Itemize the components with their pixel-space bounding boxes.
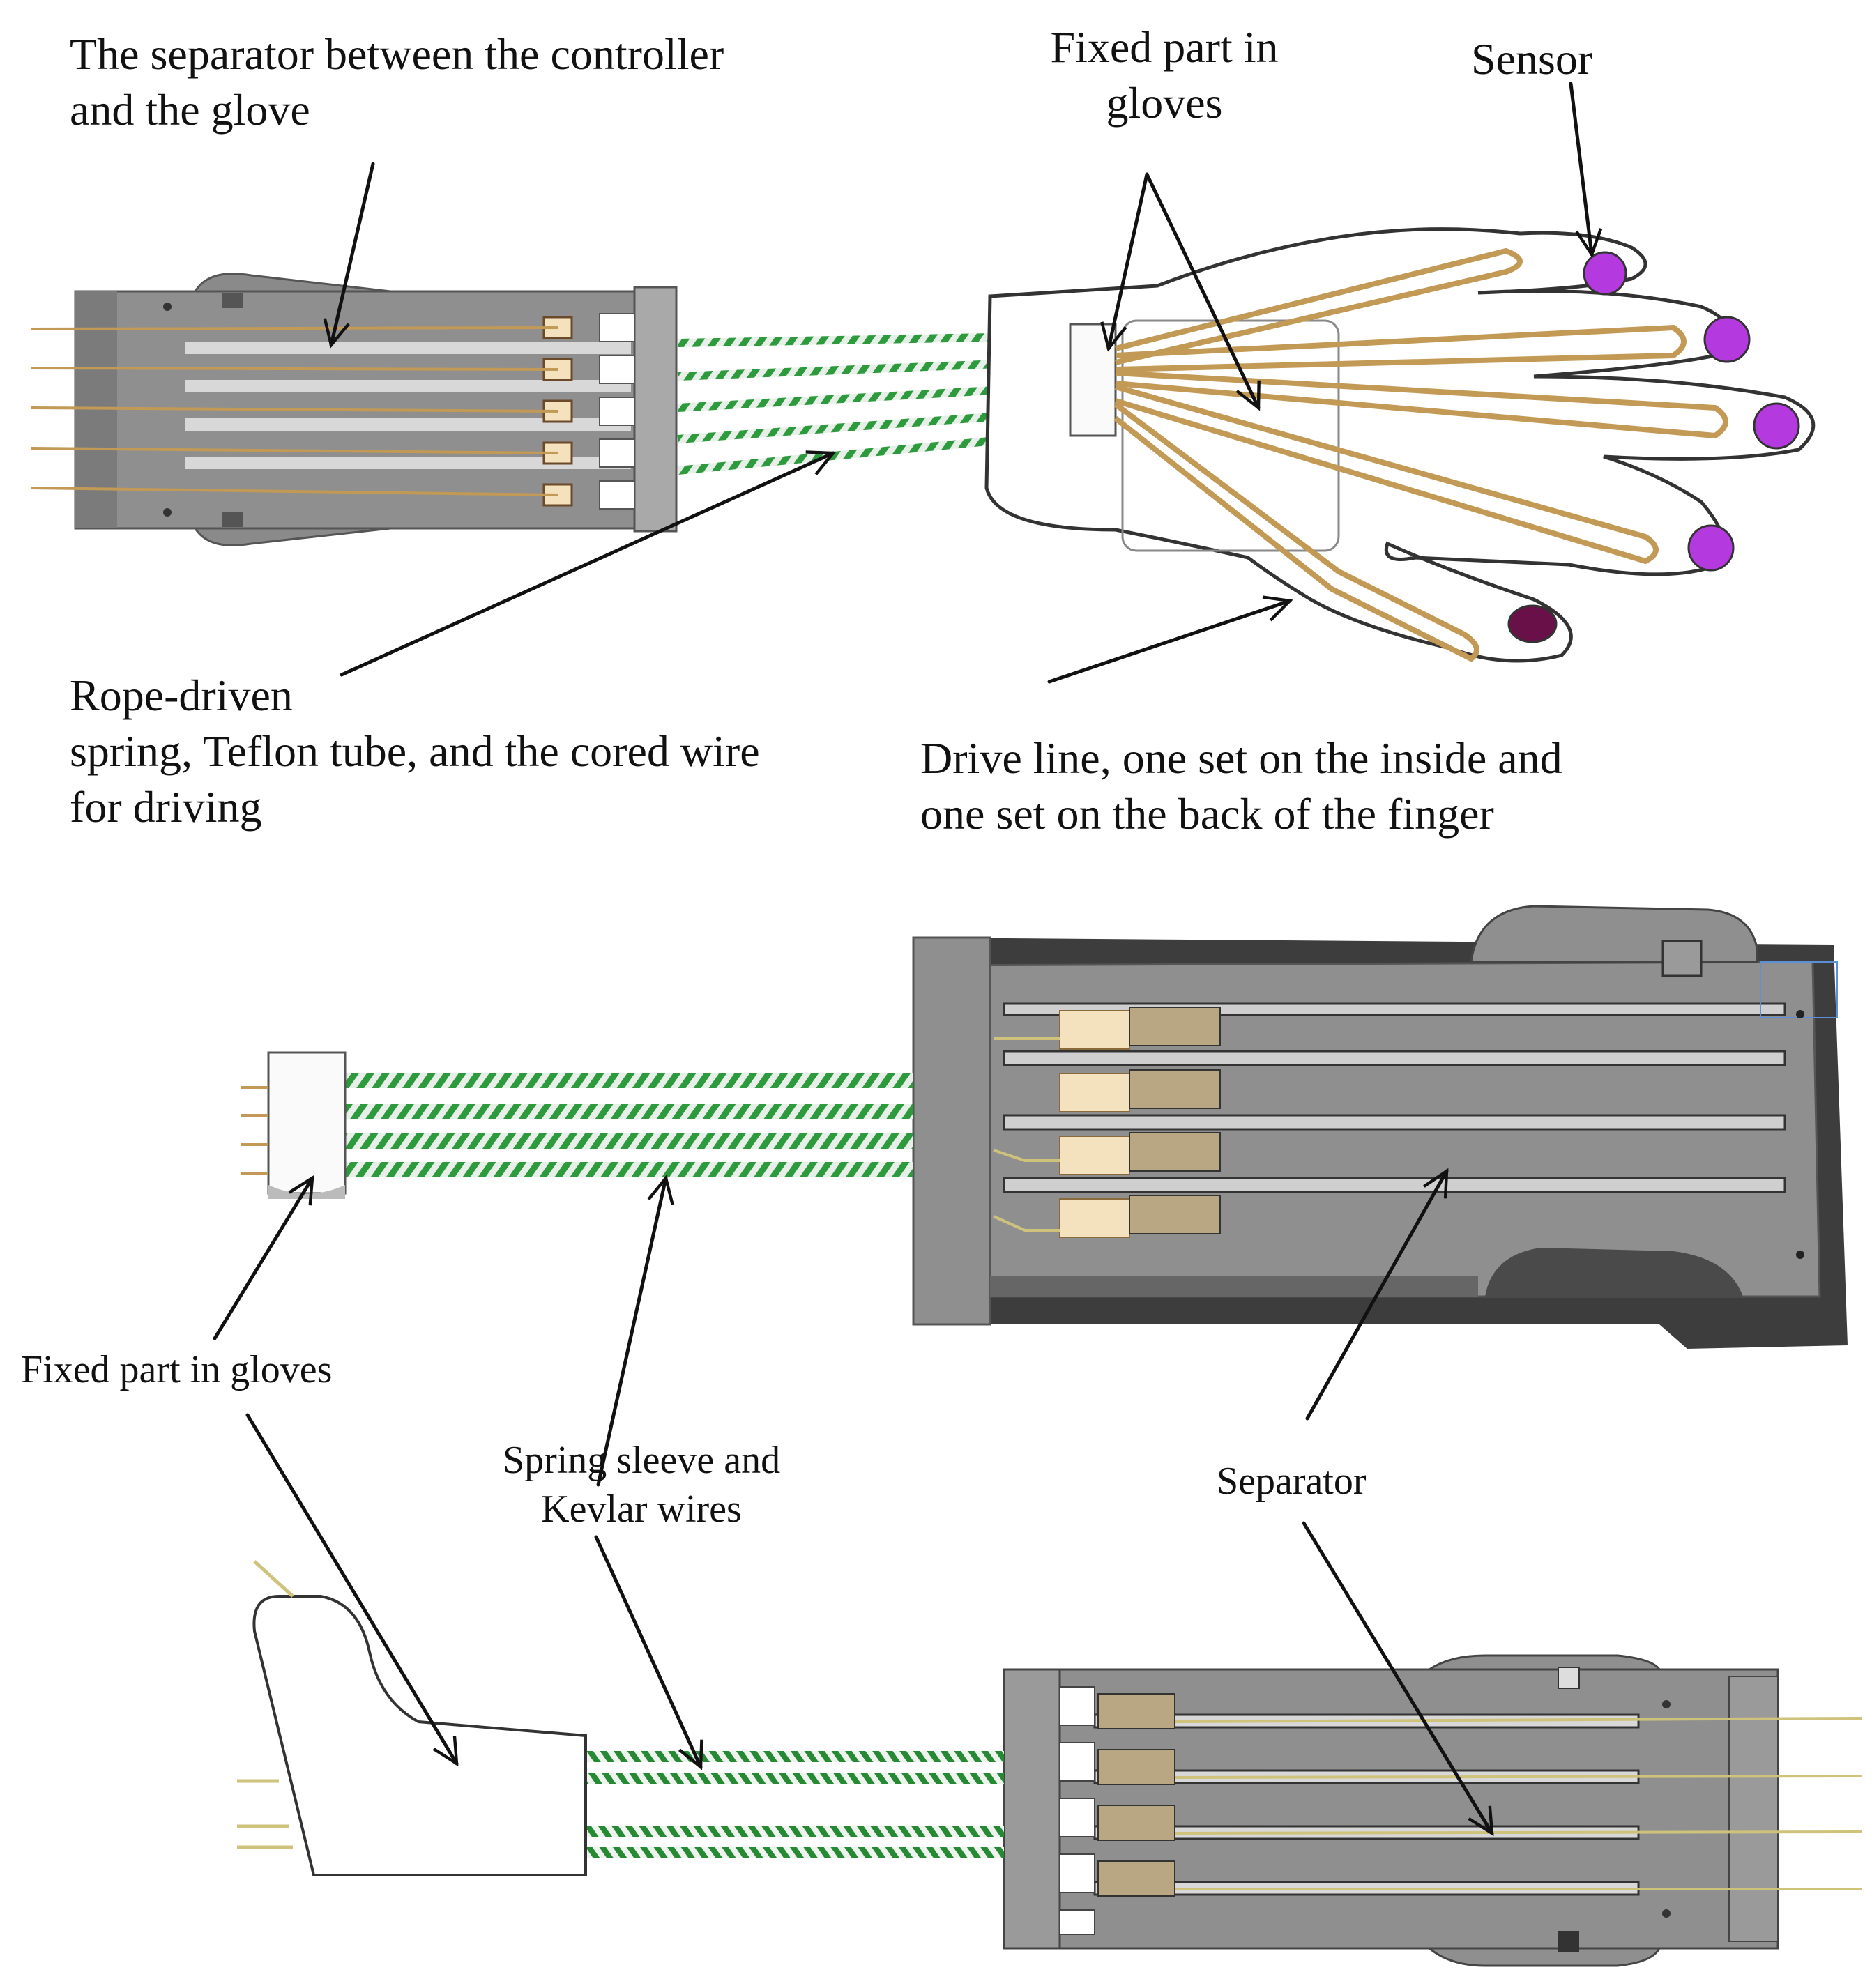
label-line: Fixed part in gloves xyxy=(21,1348,333,1391)
label-line: gloves xyxy=(1106,78,1223,128)
top-controller-housing xyxy=(31,273,678,546)
label-line: Spring sleeve and xyxy=(502,1439,781,1482)
label-drive-line: Drive line, one set on the inside and on… xyxy=(920,731,1562,842)
label-line: Fixed part in xyxy=(1050,22,1279,72)
label-sensor: Sensor xyxy=(1471,31,1592,87)
label-rope-driven: Rope-driven spring, Teflon tube, and the… xyxy=(70,668,760,835)
label-line: Rope-driven xyxy=(70,671,293,720)
middle-controller-housing xyxy=(912,905,1848,1349)
sensor-dot xyxy=(1583,251,1627,296)
label-line: Sensor xyxy=(1471,34,1593,84)
bottom-controller-housing xyxy=(1003,1654,1862,1967)
sensor-dot xyxy=(1703,316,1751,363)
label-line: one set on the back of the finger xyxy=(920,789,1494,839)
label-line: Drive line, one set on the inside and xyxy=(920,733,1562,783)
label-line: for driving xyxy=(70,782,262,832)
label-separator-top: The separator between the controller and… xyxy=(70,26,724,138)
label-line: The separator between the controller xyxy=(70,29,724,79)
middle-fixed-part xyxy=(241,1051,347,1199)
label-fixed-part-bottom: Fixed part in gloves xyxy=(21,1345,332,1394)
label-line: Kevlar wires xyxy=(541,1488,742,1531)
label-line: spring, Teflon tube, and the cored wire xyxy=(70,726,760,776)
annotation-arrows xyxy=(213,82,1592,1833)
label-line: Separator xyxy=(1217,1460,1367,1503)
sensor-dot xyxy=(1753,402,1800,450)
glove-hand xyxy=(984,227,1816,663)
label-fixed-part-top: Fixed part in gloves xyxy=(1025,20,1304,131)
middle-springs xyxy=(345,1073,913,1177)
label-separator-bottom: Separator xyxy=(1217,1457,1367,1506)
bottom-springs xyxy=(586,1751,1004,1858)
label-line: and the glove xyxy=(70,85,310,135)
sensor-dot xyxy=(1507,604,1558,643)
sensor-dot xyxy=(1687,524,1735,572)
bottom-fixed-part xyxy=(237,1560,587,1876)
label-spring-sleeve: Spring sleeve and Kevlar wires xyxy=(432,1436,851,1534)
